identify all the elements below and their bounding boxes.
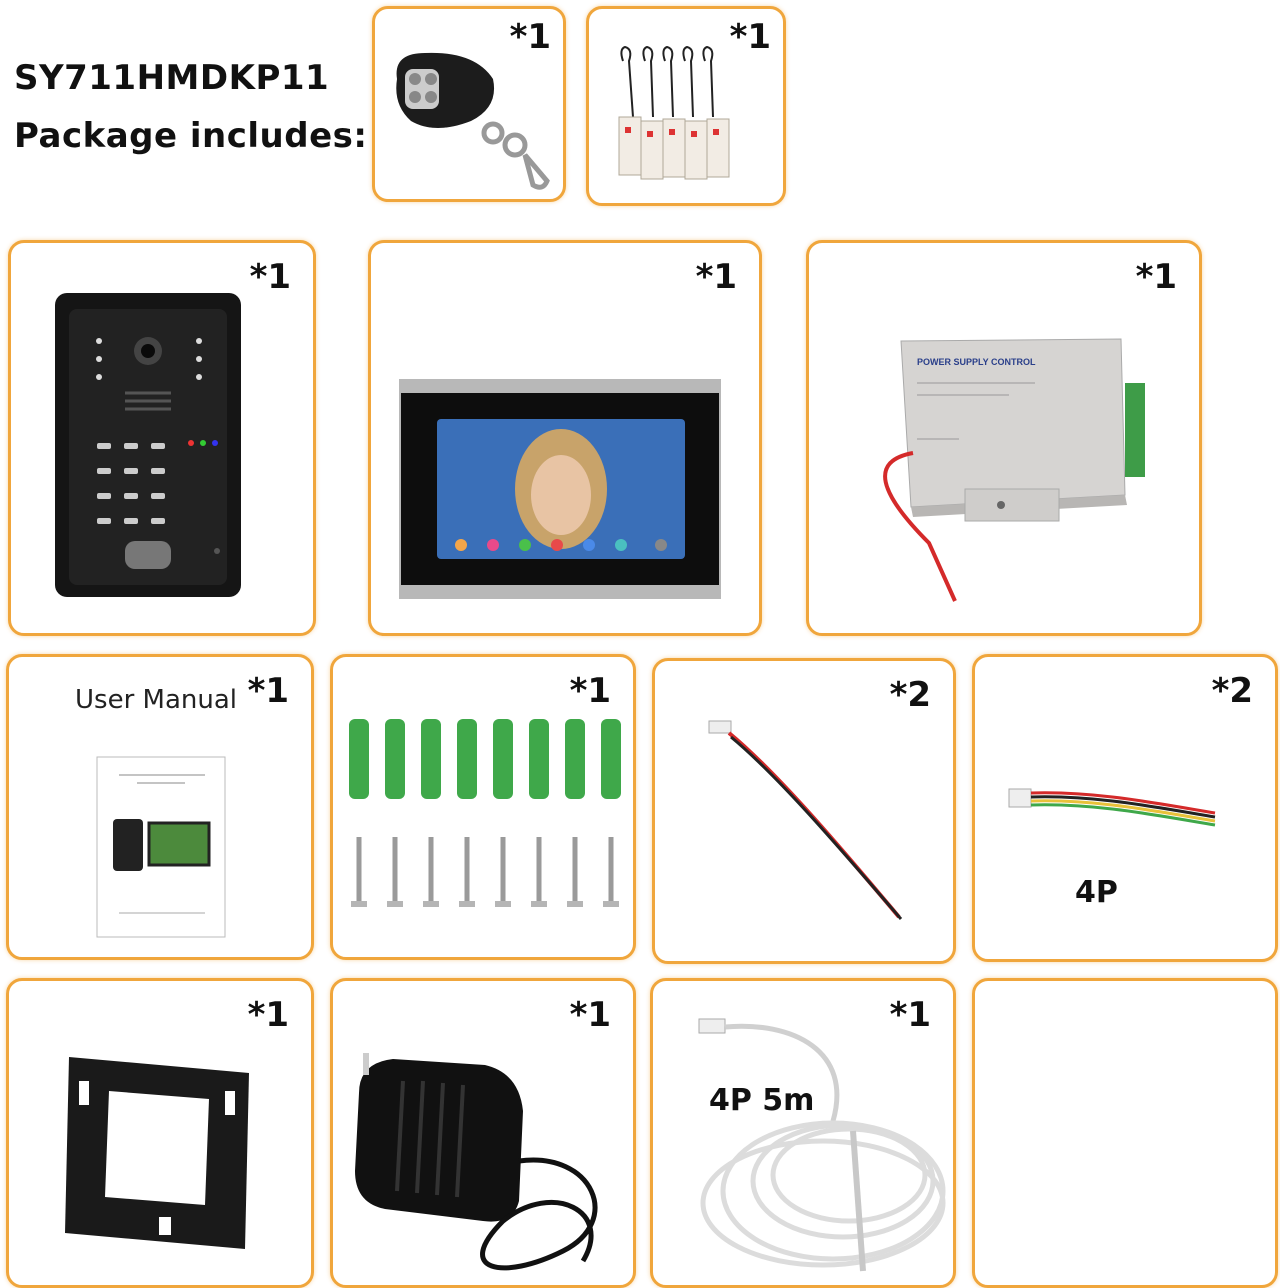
item-remote-control: *1 <box>372 6 566 202</box>
cable-5m-icon <box>698 1018 946 1272</box>
qty-badge: *1 <box>249 257 291 297</box>
item-2pin-cable: *2 <box>652 658 956 964</box>
power-supply-print: POWER SUPPLY CONTROL <box>917 357 1036 367</box>
qty-badge: *1 <box>569 671 611 711</box>
qty-badge: *1 <box>569 995 611 1035</box>
adapter-icon <box>355 1053 598 1271</box>
remote-icon <box>396 52 550 190</box>
cable-4p-5m-label: 4P 5m <box>709 1083 815 1118</box>
item-power-supply: *1 POWER SUPPLY CONTROL <box>806 240 1202 636</box>
qty-badge: *1 <box>695 257 737 297</box>
qty-badge: *1 <box>247 671 289 711</box>
plugs-screws-icon <box>349 719 621 907</box>
empty-slot <box>972 978 1278 1288</box>
item-indoor-monitor: *1 <box>368 240 762 636</box>
qty-badge: *2 <box>889 675 931 715</box>
manual-icon <box>96 756 226 938</box>
qty-badge: *1 <box>247 995 289 1035</box>
monitor-icon <box>399 379 721 599</box>
model-title: SY711HMDKP11 <box>14 58 330 98</box>
rfid-tags-icon <box>618 45 730 180</box>
cable-4pin-icon <box>1008 788 1216 827</box>
qty-badge: *1 <box>729 17 771 57</box>
package-subtitle: Package includes: <box>14 116 368 156</box>
item-doorbell-camera: *1 <box>8 240 316 636</box>
item-plugs-screws: *1 <box>330 654 636 960</box>
qty-badge: *2 <box>1211 671 1253 711</box>
item-4pin-5m-cable: *1 4P 5m <box>650 978 956 1288</box>
power-supply-icon: POWER SUPPLY CONTROL <box>883 338 1145 602</box>
item-power-adapter: *1 <box>330 978 636 1288</box>
qty-badge: *1 <box>889 995 931 1035</box>
qty-badge: *1 <box>1135 257 1177 297</box>
item-rfid-tags: *1 <box>586 6 786 206</box>
cable-2pin-icon <box>708 720 903 920</box>
cable-4p-label: 4P <box>1075 875 1118 910</box>
item-4pin-cable: *2 4P <box>972 654 1278 962</box>
qty-badge: *1 <box>509 17 551 57</box>
item-mounting-bracket: *1 <box>6 978 314 1288</box>
doorbell-icon <box>55 293 241 597</box>
bracket-icon <box>65 1057 249 1249</box>
user-manual-label: User Manual <box>75 685 238 715</box>
item-user-manual: *1 User Manual <box>6 654 314 960</box>
